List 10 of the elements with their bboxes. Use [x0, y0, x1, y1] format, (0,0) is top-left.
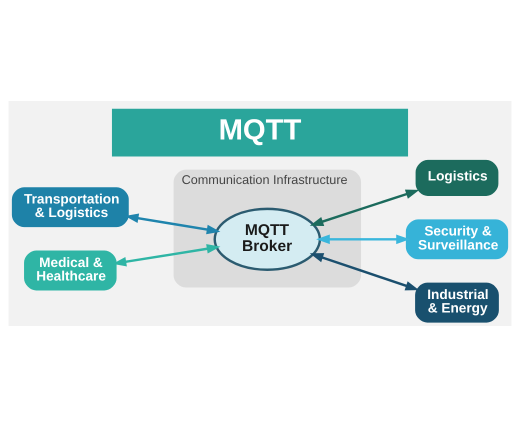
node-ellipse: MQTT Broker — [214, 207, 322, 270]
node-box: Industrial & Energy — [415, 282, 499, 322]
node-box: Security & Surveillance — [406, 218, 508, 259]
arrow — [124, 213, 220, 234]
arrow — [310, 189, 420, 226]
arrow — [310, 252, 420, 290]
node-box: Transportation & Logistics — [12, 186, 129, 227]
diagram-title: MQTT — [218, 114, 302, 146]
node-box: Logistics — [416, 159, 498, 196]
node-box: Medical & Healthcare — [24, 250, 117, 290]
